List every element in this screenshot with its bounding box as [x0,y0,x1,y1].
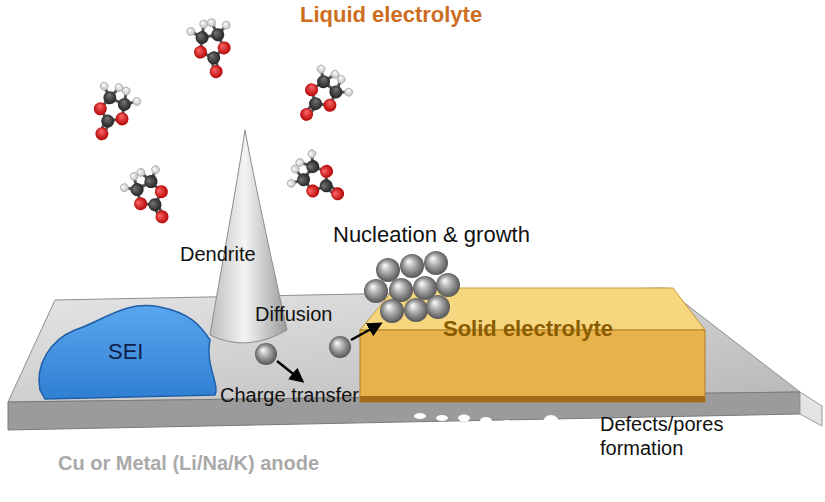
node-label: Dendrite [180,243,256,266]
solid-electrolyte-block: Solid electrolyte [355,282,710,410]
node-label: Solid electrolyte [443,316,613,342]
node-label: SEI [108,339,143,365]
solvent-molecule [282,145,356,215]
solvent-molecule [185,16,239,82]
annotation-label: Defects/pores formation [600,412,750,460]
sei-layer: SEI [30,295,230,405]
slab-top-face [8,288,800,402]
annotation-label: Liquid electrolyte [300,2,482,28]
solvent-molecule [286,60,358,134]
solvent-molecule [79,76,144,149]
solvent-molecule [116,160,184,234]
node-label: Cu or Metal (Li/Na/K) anode [58,452,319,475]
node-outline [355,282,710,410]
annotation-label: Nucleation & growth [333,222,530,248]
slab-side-face [800,392,822,426]
annotation-label: Diffusion [255,302,332,326]
block-bottom-edge [360,396,705,402]
annotation-label: Charge transfer [220,383,359,407]
